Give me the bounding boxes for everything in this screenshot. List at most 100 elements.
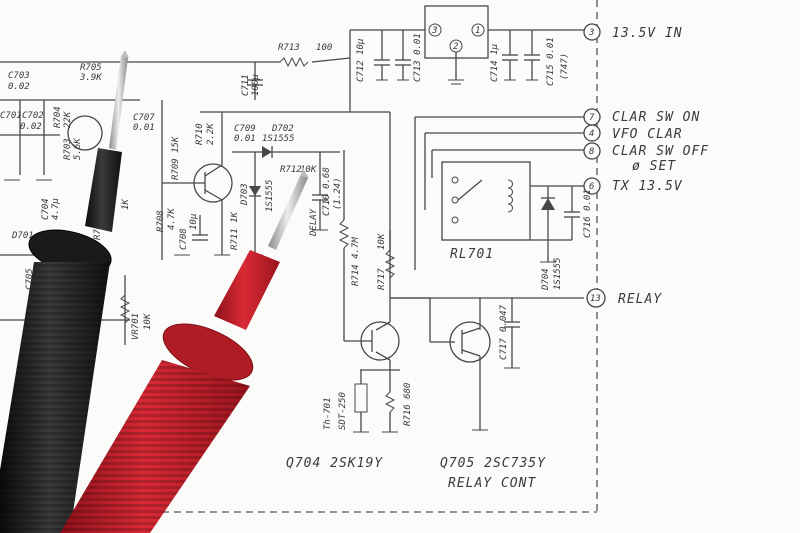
label-c707: C707: [133, 113, 155, 123]
label-vr701-val: 10K: [143, 313, 153, 330]
label-r713-val: 100: [316, 43, 332, 53]
label-c707-val: 0.01: [133, 123, 155, 133]
label-c717-val: 0.047: [499, 304, 509, 332]
pin-13: [586, 288, 606, 308]
label-r704: R704: [53, 106, 63, 128]
label-c713: C713 0.01: [413, 33, 423, 82]
label-q705: Q705 2SC735Y: [440, 456, 546, 471]
label-c710-note: (1.24): [333, 177, 343, 210]
label-c715-note: (747): [560, 53, 570, 80]
regulator-ic: 3 2 1: [424, 5, 489, 85]
label-13v-in: 13.5V IN: [612, 26, 683, 41]
pin-8: [583, 142, 601, 160]
label-r704-val: 22K: [63, 111, 73, 128]
label-tx-13v: TX 13.5V: [612, 179, 683, 194]
label-d703: D703: [240, 183, 250, 206]
label-th701: Th-701: [323, 397, 333, 430]
connector-pins: 3 7 4 8 6 13: [583, 23, 606, 308]
label-r708: R708: [156, 210, 166, 232]
label-c714: C714 1μ: [490, 43, 500, 82]
label-q704: Q704 2SK19Y: [286, 456, 383, 471]
label-relay: RELAY: [618, 292, 662, 307]
label-r710: R710: [195, 123, 205, 145]
relay-rl701-body: [441, 161, 531, 241]
label-c711-val: 100μ: [251, 74, 261, 96]
label-r705-val: 3.9K: [79, 73, 102, 83]
black-probe: [0, 50, 129, 533]
label-c703-val: 0.02: [8, 82, 30, 92]
q705-transistor-symbol: [449, 321, 491, 363]
red-probe-tip: [268, 172, 308, 250]
relay-output: [390, 297, 584, 431]
label-c708-val: 10μ: [189, 213, 199, 230]
label-r712: R712: [280, 165, 302, 175]
label-r708-val: 4.7K: [167, 208, 177, 230]
label-d701: D701: [11, 231, 34, 241]
pin-13-number: 13: [590, 294, 601, 304]
label-c712: C712 10μ: [356, 38, 366, 82]
label-c709: C709: [234, 124, 256, 134]
label-d704: D704: [541, 268, 551, 291]
label-phi-set: ø SET: [632, 159, 676, 174]
q704-fet-symbol: [344, 298, 400, 378]
gate-resistors: [338, 150, 396, 341]
label-c715: C715 0.01: [546, 37, 556, 86]
pin-3-number: 3: [588, 28, 594, 38]
pin-3: [583, 23, 601, 41]
label-c705: C705: [25, 268, 35, 290]
label-c717: C717: [499, 338, 509, 360]
label-r705: R705: [80, 63, 102, 73]
label-c702: C702: [22, 111, 44, 121]
label-vfo-clar: VFO CLAR: [612, 127, 683, 142]
label-c716: C716 0.01: [583, 189, 593, 238]
red-probe: [60, 168, 309, 533]
label-d703-type: 1S1555: [265, 179, 275, 212]
label-clar-sw-off: CLAR SW OFF: [612, 144, 709, 159]
pin-7-number: 7: [589, 113, 595, 123]
black-probe-tip: [109, 55, 128, 150]
label-vr701: VR701: [131, 313, 141, 340]
label-rl701: RL701: [450, 247, 494, 262]
label-r713: R713: [278, 43, 300, 53]
pin-8-number: 8: [589, 147, 594, 157]
label-r717: R717: [377, 268, 387, 290]
label-d702: D702: [271, 124, 294, 134]
ic-pin-2: 2: [453, 42, 458, 52]
label-r711: R711 1K: [230, 211, 240, 250]
label-r702: 1K: [121, 199, 131, 210]
pin-4: [583, 124, 601, 142]
label-delay: DELAY: [309, 208, 319, 237]
label-r716: R716 680: [403, 383, 413, 426]
pin-4-number: 4: [589, 129, 594, 139]
label-c704: C704: [41, 198, 51, 220]
label-c708: C708: [179, 228, 189, 250]
label-c711: C711: [241, 74, 251, 96]
label-r701: R701: [93, 218, 103, 240]
component-labels: R713 100 C712 10μ C713 0.01 C714 1μ C715…: [0, 33, 593, 491]
label-r712-val: 10K: [300, 165, 317, 175]
label-c709-val: 0.01: [234, 134, 256, 144]
ic-pin-1: 1: [475, 26, 480, 36]
pin-6: [583, 177, 601, 195]
label-r709: R709 15K: [171, 136, 181, 180]
ic-pin-3: 3: [431, 26, 437, 36]
label-r710-val: 2.2K: [206, 123, 216, 145]
label-c704-val: 4.7μ: [51, 198, 61, 220]
label-r703-val: 5.6K: [73, 138, 83, 160]
label-relay-cont: RELAY CONT: [448, 476, 536, 491]
label-clar-sw-on: CLAR SW ON: [612, 110, 700, 125]
label-th701-type: SDT-250: [338, 392, 348, 430]
thermistor-th701: [353, 369, 400, 433]
connector-labels: 13.5V IN CLAR SW ON VFO CLAR CLAR SW OFF…: [612, 26, 709, 307]
label-c702-val: 0.02: [20, 122, 42, 132]
label-c701: C701: [0, 111, 22, 121]
label-r717-val: 10K: [377, 233, 387, 250]
label-c703: C703: [8, 71, 30, 81]
driver-stage: [161, 100, 340, 260]
label-c710: C710 0.68: [322, 167, 332, 216]
label-d702-type: 1S1555: [262, 134, 295, 144]
label-r714: R714 4.7M: [351, 237, 361, 286]
supply-capacitors: [247, 30, 540, 100]
relay-wiring: [414, 116, 584, 270]
